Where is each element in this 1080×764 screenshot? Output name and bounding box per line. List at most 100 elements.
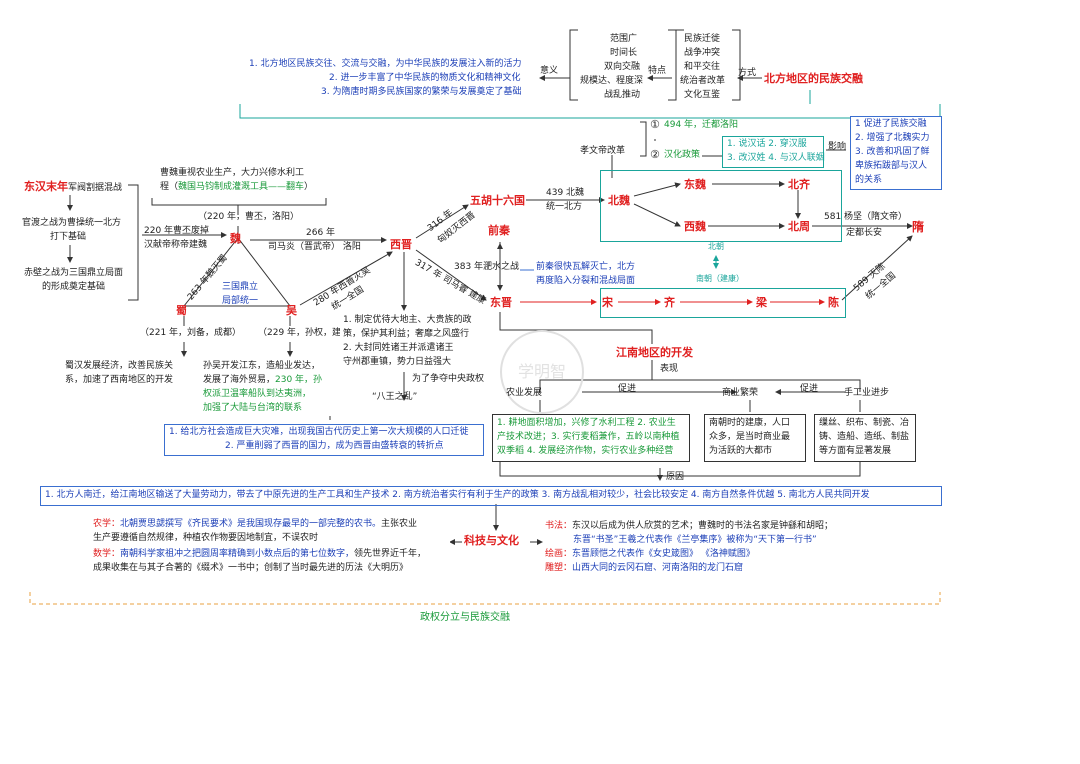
significance-line-2: 2. 进一步丰富了中华民族的物质文化和精神文化: [329, 73, 521, 83]
wu-note: 孙吴开发江东，造船业发达， 发展了海外贸易，230 年，孙 权派卫温率船队到达夷…: [198, 358, 332, 416]
event-266-bottom: 司马炎（晋武帝） 洛阳: [268, 242, 361, 252]
wu-note-2: 发展了海外贸易，230 年，孙: [203, 375, 322, 386]
feature-5: 战乱推动: [604, 90, 641, 100]
nongye-box: 1. 耕地面积增加，兴修了水利工程 2. 农业生 产技术改进；3. 实行麦稻兼作…: [492, 414, 690, 462]
sanguo-line-1: 三国鼎立: [222, 282, 259, 292]
shuxue-text2: 领先世界近千年，: [354, 549, 427, 559]
shuxue-label: 数学：: [93, 549, 121, 559]
beizhou-node: 北周: [788, 220, 810, 233]
caowei-line-2: 程（魏国马钧制成灌溉工具——翻车）: [160, 182, 313, 193]
watermark: 学明智: [500, 330, 584, 414]
shangye-line-1: 南朝时的建康，人口: [709, 418, 791, 428]
caowei-post: ）: [304, 182, 314, 192]
feishui: 383 年淝水之战: [454, 262, 520, 272]
wu-note-green1: 230 年，孙: [275, 375, 323, 385]
caowei-pre: 程（: [160, 182, 179, 192]
event-439-2: 统一北方: [546, 202, 583, 212]
policy-2: 策，保护其利益；奢靡之风盛行: [343, 329, 470, 339]
culture-left-box: 农学：北朝贾思勰撰写《齐民要术》是我国现存最早的一部完整的农书。主张农业 生产要…: [92, 516, 450, 582]
shu-date: （221 年，刘备，成都）: [140, 328, 242, 338]
liang-node: 梁: [756, 296, 767, 309]
way-2: 战争冲突: [684, 48, 721, 58]
event-220-line-2: 汉献帝称帝建魏: [144, 240, 208, 250]
nanchao-label: 南朝（建康）: [696, 274, 744, 283]
shangye-line-3: 为活跃的大都市: [709, 446, 773, 456]
influence-label: 影响: [828, 142, 847, 152]
dongwei-node: 东魏: [684, 178, 706, 191]
donghan-line: 东汉末年军阀割据混战: [24, 180, 122, 194]
xijin-policies: 1. 制定优待大地主、大贵族的政 策，保护其利益；奢靡之风盛行 2. 大封同姓诸…: [340, 312, 482, 372]
influence-line-1: 1 促进了民族交融: [855, 119, 927, 129]
zhengduo: 为了争夺中央政权: [412, 374, 485, 384]
influence-line-5: 的关系: [855, 175, 883, 185]
wei-node: 魏: [230, 232, 241, 245]
shougongye-line-2: 铸、造船、造纸、制盐: [819, 432, 910, 442]
hanhua-line-1: 1. 说汉话 2. 穿汉服: [727, 139, 807, 149]
donghan-label: 东汉末年: [24, 180, 68, 193]
nongxue-text2: 主张农业: [381, 519, 418, 529]
cujin-1: 促进: [618, 384, 637, 394]
cujin-2: 促进: [800, 384, 819, 394]
shuxue-row: 数学：南朝科学家祖冲之把圆周率精确到小数点后的第七位数字，领先世界近千年，: [93, 549, 426, 560]
huihua-text: 东晋顾恺之代表作《女史箴图》 《洛神赋图》: [572, 549, 755, 559]
wei-date: （220 年，曹丕，洛阳）: [198, 212, 300, 222]
significance-line-3: 3. 为隋唐时期多民族国家的繁荣与发展奠定了基础: [321, 87, 522, 97]
significance-line-1: 1. 北方地区民族交往、交流与交融，为中华民族的发展注入新的活力: [249, 59, 522, 69]
beichao-box: [600, 170, 842, 242]
nongye-line-2: 产技术改进；3. 实行麦稻兼作，五岭以南种植: [497, 432, 680, 442]
nongxue-label: 农学：: [93, 519, 121, 529]
policy-3: 2. 大封同姓诸王并派遣诸王: [343, 343, 454, 353]
qi-node: 齐: [664, 296, 675, 309]
xiaowen-reform: 孝文帝改革: [580, 146, 626, 156]
shufa-text: 东汉以后成为供人欣赏的艺术；曹魏时的书法名家是钟繇和胡昭；: [572, 521, 834, 531]
result-2: 2. 严重削弱了西晋的国力，成为西晋由盛转衰的转折点: [225, 441, 444, 451]
feature-3: 双向交融: [604, 62, 641, 72]
influence-line-4: 卑族拓跋部与汉人: [855, 161, 928, 171]
shu-note-2: 系，加速了西南地区的开发: [65, 375, 174, 385]
diaosu-row: 雕塑：山西大同的云冈石窟、河南洛阳的龙门石窟: [545, 563, 743, 574]
north-fusion-title: 北方地区的民族交融: [764, 72, 863, 85]
feature-4: 规模达、程度深: [580, 76, 644, 86]
nongxue-line-2: 生产要遵循自然规律，种植农作物要因地制宜，不误农时: [93, 533, 319, 543]
shougongye-line-1: 缫丝、织布、制瓷、冶: [819, 418, 910, 428]
bawang-result: 1. 给北方社会造成巨大灾难，出现我国古代历史上第一次大规模的人口迁徙 2. 严…: [164, 424, 484, 456]
reform-item-1: 494 年，迁都洛阳: [664, 120, 739, 130]
shu-node: 蜀: [176, 304, 187, 317]
biaoxian-label: 表现: [660, 364, 679, 374]
wu-note-3: 权派卫温率船队到达夷洲，: [203, 389, 312, 399]
xiwei-node: 西魏: [684, 220, 706, 233]
shougongye-label: 手工业进步: [844, 388, 890, 398]
significance-label: 意义: [540, 66, 559, 76]
chen-node: 陈: [828, 296, 839, 309]
way-1: 民族迁徙: [684, 34, 721, 44]
reasons-text: 1. 北方人南迁，给江南地区输送了大量劳动力，带去了中原先进的生产工具和生产技术…: [45, 490, 870, 500]
way-5: 文化互鉴: [684, 90, 721, 100]
huihua-row: 绘画：东晋顾恺之代表作《女史箴图》 《洛神赋图》: [545, 549, 755, 560]
reform-num-2: ②: [650, 148, 660, 161]
wu-note-4: 加强了大陆与台湾的联系: [203, 403, 303, 413]
reform-item-2: 汉化政策: [664, 150, 701, 160]
nongxue-row: 农学：北朝贾思勰撰写《齐民要术》是我国现存最早的一部完整的农书。主张农业: [93, 519, 417, 530]
nongye-label: 农业发展: [506, 388, 543, 398]
guandu-line-2: 打下基础: [50, 232, 87, 242]
nongye-line-1: 1. 耕地面积增加，兴修了水利工程 2. 农业生: [497, 418, 676, 428]
song-node: 宋: [602, 296, 613, 309]
policy-4: 守州郡重镇，势力日益强大: [343, 357, 452, 367]
shuxue-line-2: 成果收集在与其子合著的《缀术》一书中；创制了当时最先进的历法《大明历》: [93, 563, 409, 573]
event-439-1: 439 北魏: [546, 188, 585, 198]
huihua-label: 绘画：: [545, 549, 573, 559]
bawang: “八王之乱”: [372, 392, 418, 402]
shufa-blue: 东晋“书圣”王羲之代表作《兰亭集序》被称为“天下第一行书”: [573, 535, 817, 545]
shougongye-box: 缫丝、织布、制瓷、冶 铸、造船、造纸、制盐 等方面有显著发展: [814, 414, 916, 462]
feature-2: 时间长: [610, 48, 638, 58]
event-266-top: 266 年: [306, 228, 336, 238]
shu-note: 蜀汉发展经济，改善民族关 系，加速了西南地区的开发: [60, 358, 190, 390]
shangye-box: 南朝时的建康，人口 众多，是当时商业最 为活跃的大都市: [704, 414, 806, 462]
sanguo-line-2: 局部统一: [222, 296, 259, 306]
wu-node: 吴: [286, 304, 297, 317]
nongye-line-3: 双季稻 4. 发展经济作物，实行农业多种经营: [497, 446, 674, 456]
hanhua-line-2: 3. 改汉姓 4. 与汉人联姻: [727, 153, 825, 163]
guandu-line-1: 官渡之战为曹操统一北方: [22, 218, 122, 228]
event-581-1: 581 杨坚（隋文帝）: [824, 212, 908, 222]
